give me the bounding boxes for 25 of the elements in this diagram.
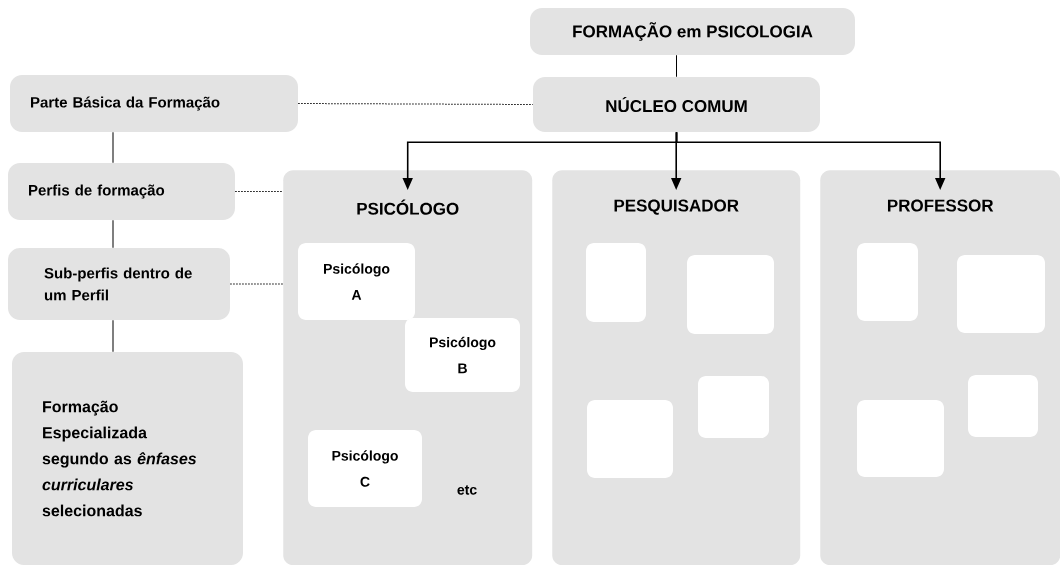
dashed-line: [229, 283, 284, 285]
empty-box: [687, 255, 774, 334]
level-box: Perfis de formação: [8, 163, 235, 220]
empty-box: [698, 376, 769, 438]
sub-profile-box: Psicólogo B: [405, 318, 520, 392]
sub-profile-box: Psicólogo A: [298, 243, 415, 320]
empty-box: [968, 375, 1038, 437]
empty-box: [857, 243, 918, 321]
category-box: NÚCLEO COMUM: [533, 77, 820, 132]
connector-line: [676, 54, 677, 78]
empty-box: [586, 243, 646, 322]
dotted-line: [297, 103, 534, 105]
empty-box: [857, 400, 944, 477]
empty-box: [587, 400, 673, 478]
connector-line: [112, 219, 114, 249]
level-box: Sub-perfis dentro de um Perfil: [8, 248, 230, 320]
sub-profile-box: Psicólogo C: [308, 430, 422, 507]
connector-line: [112, 319, 114, 353]
dashed-line: [234, 191, 284, 192]
heading-box: FORMAÇÃO em PSICOLOGIA: [530, 8, 855, 55]
empty-box: [957, 255, 1045, 333]
connector-line: [112, 131, 114, 164]
level-box: Parte Básica da Formação: [10, 75, 298, 132]
etc-label: etc: [457, 485, 477, 495]
level-box: Formação Especializada segundo as ênfases curriculares selecionadas: [12, 352, 243, 565]
